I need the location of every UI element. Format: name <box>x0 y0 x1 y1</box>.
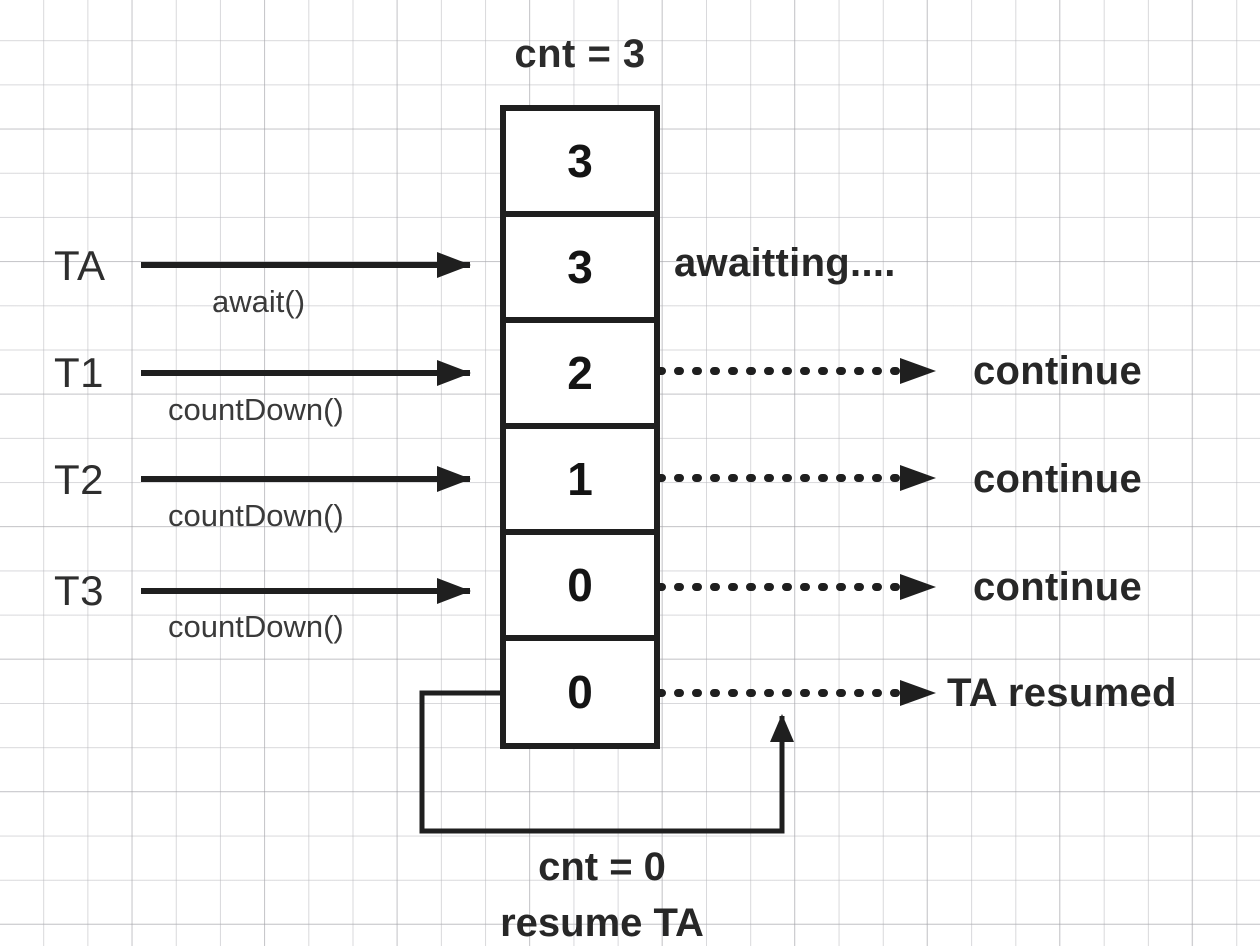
counter-cell-0: 3 <box>567 135 593 187</box>
top-counter-title: cnt = 3 <box>514 32 646 76</box>
bottom-caption-resume-ta: resume TA <box>500 901 704 945</box>
call-label-countdown-3: countDown() <box>168 609 344 644</box>
dotted-arrow-heads <box>900 358 936 706</box>
call-label-await: await() <box>212 284 306 319</box>
counter-cell-1: 3 <box>567 241 593 293</box>
output-label-continue-3: continue <box>973 565 1143 609</box>
output-label-awaitting: awaitting.... <box>674 241 896 285</box>
call-label-countdown-2: countDown() <box>168 498 344 533</box>
counter-cell-4: 0 <box>567 559 593 611</box>
counter-cell-5: 0 <box>567 666 593 718</box>
output-label-continue-1: continue <box>973 349 1143 393</box>
counter-cell-3: 1 <box>567 453 593 505</box>
thread-label-t1: T1 <box>54 349 105 396</box>
output-label-continue-2: continue <box>973 457 1143 501</box>
bottom-caption-cnt-zero: cnt = 0 <box>538 845 666 889</box>
thread-label-t2: T2 <box>54 456 105 503</box>
counter-cell-2: 2 <box>567 347 593 399</box>
thread-label-t3: T3 <box>54 567 105 614</box>
thread-label-ta: TA <box>54 242 106 289</box>
call-label-countdown-1: countDown() <box>168 392 344 427</box>
output-label-ta-resumed: TA resumed <box>947 671 1177 715</box>
